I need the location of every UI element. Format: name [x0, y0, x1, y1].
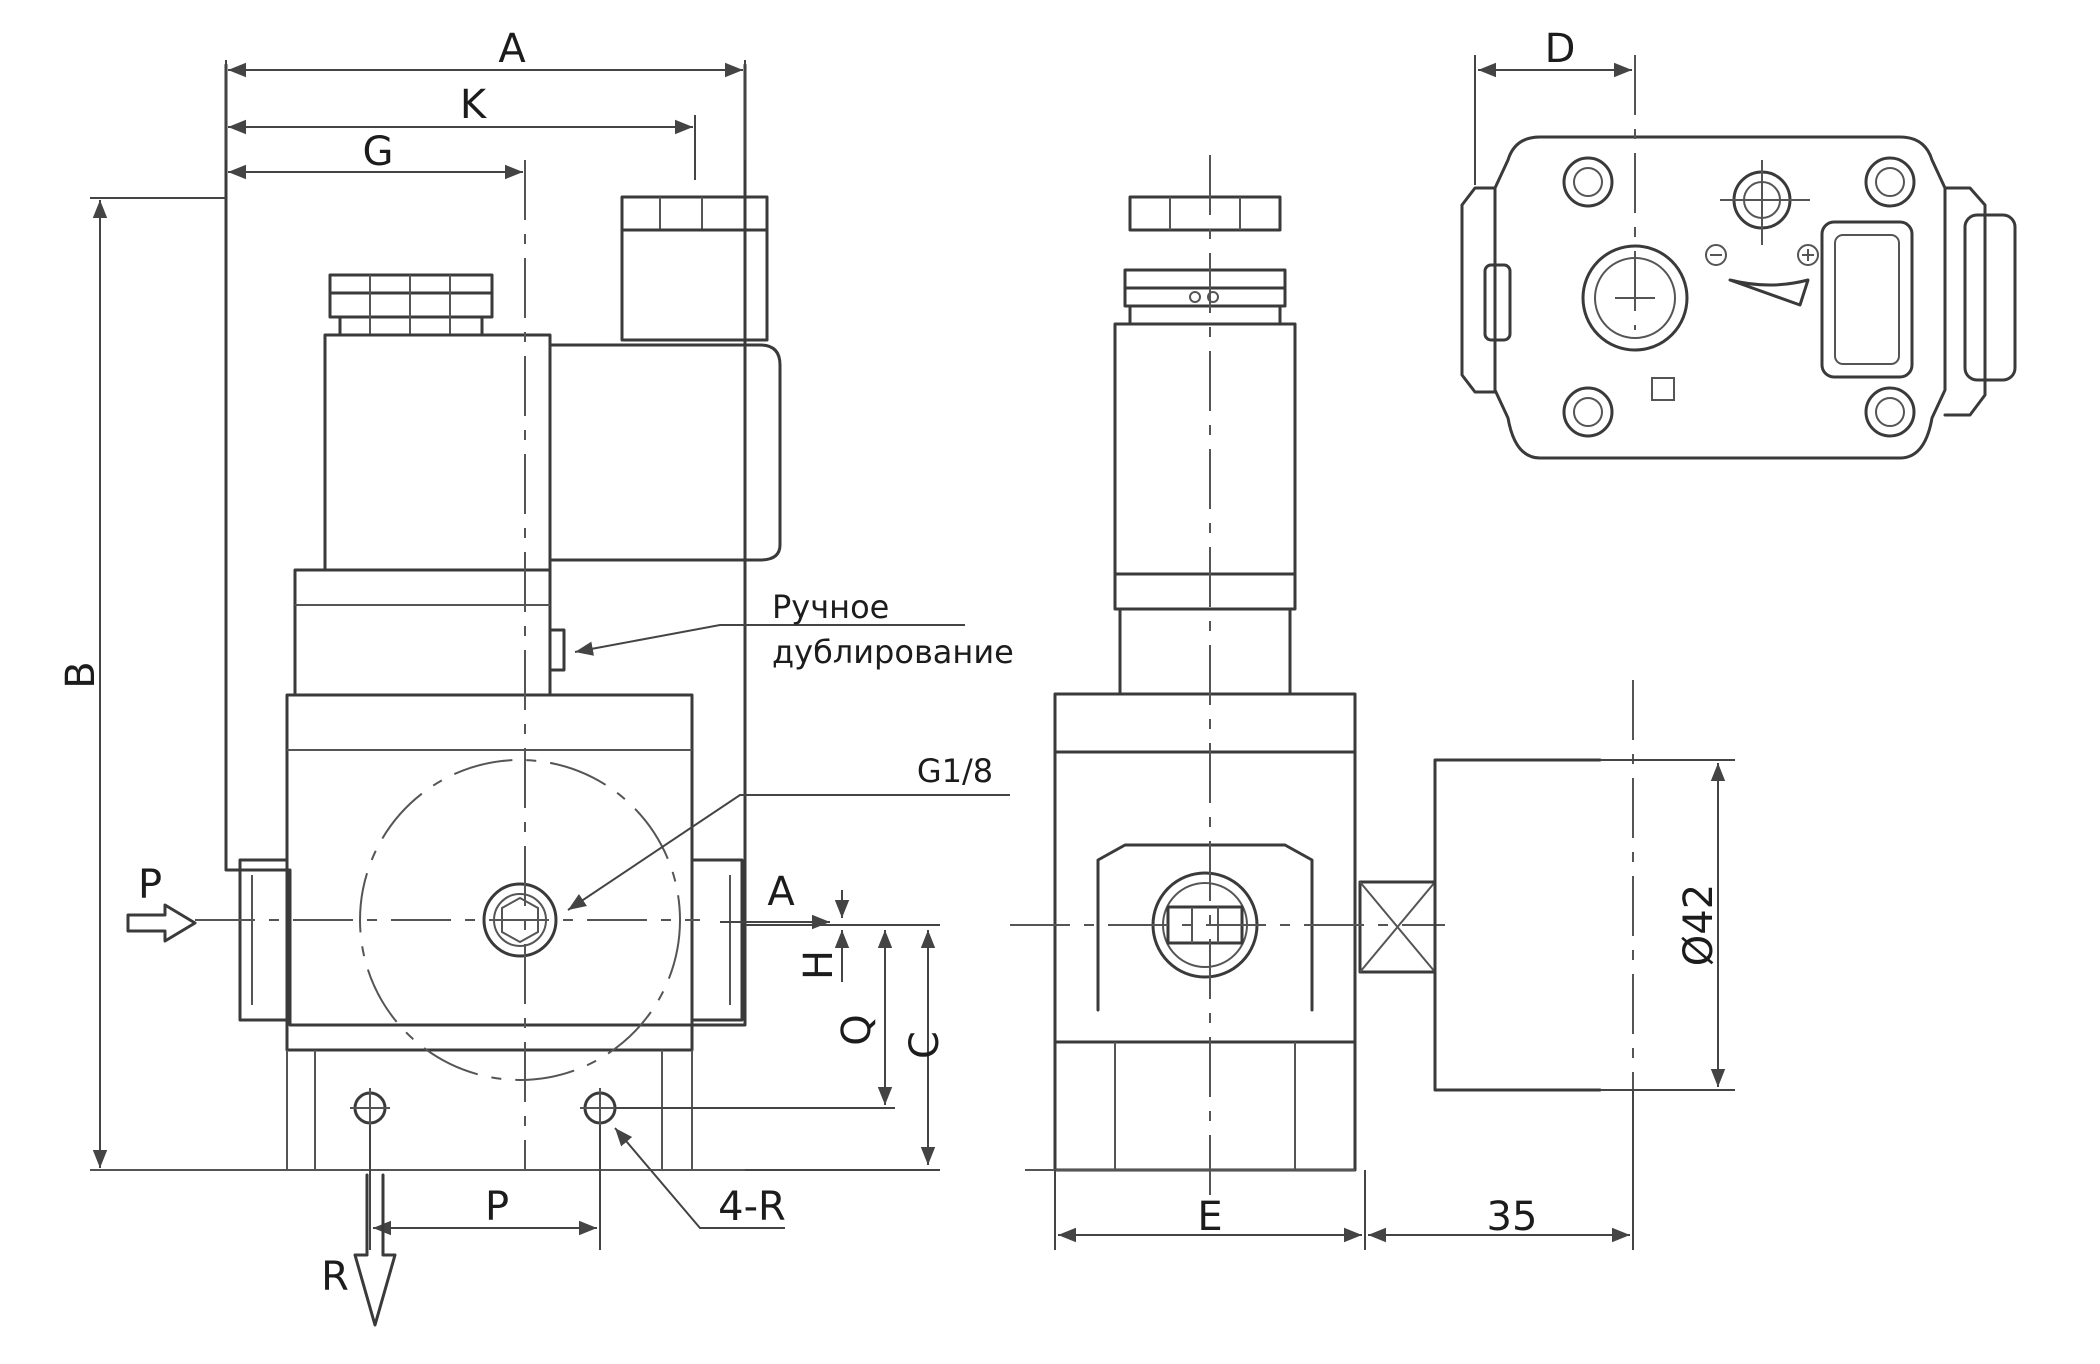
port-a-label: A — [767, 869, 795, 915]
port-p-label: P — [138, 862, 162, 908]
label-35: 35 — [1487, 1194, 1538, 1240]
port-r-label: R — [321, 1254, 349, 1300]
label-p-spacing: P — [485, 1184, 509, 1230]
top-view — [1460, 55, 2017, 460]
label-c: C — [902, 1031, 948, 1059]
label-diameter: Ø42 — [1676, 884, 1722, 966]
label-b: B — [58, 661, 104, 688]
holes-label: 4-R — [718, 1184, 786, 1230]
dimension-labels: A K G B C Q H P E 35 Ø42 D P A R G1/8 4-… — [58, 26, 1722, 1300]
label-q: Q — [834, 1014, 880, 1045]
label-a: A — [498, 26, 526, 72]
dimensions — [90, 55, 1735, 1327]
side-view — [1010, 155, 1634, 1195]
thread-label: G1/8 — [917, 752, 993, 790]
label-d: D — [1545, 26, 1576, 72]
label-k: K — [460, 82, 488, 128]
label-e: E — [1197, 1194, 1222, 1240]
screw-icon — [1562, 156, 1916, 438]
label-g: G — [363, 129, 394, 175]
manual-override-label-line1: Ручное — [772, 588, 889, 626]
front-view — [90, 63, 782, 1171]
label-h: H — [796, 950, 842, 980]
manual-override-label-line2: дублирование — [772, 633, 1014, 671]
